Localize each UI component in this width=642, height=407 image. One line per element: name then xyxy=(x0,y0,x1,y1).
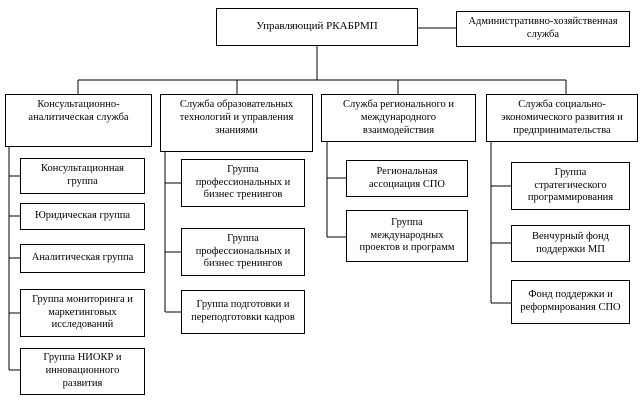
column-1-header: Консультационно- аналитическая служба xyxy=(5,94,152,147)
column-1-item: Группа мониторинга и маркетинговых иссле… xyxy=(20,289,145,337)
column-1-item: Юридическая группа xyxy=(20,203,145,230)
column-4-item: Группа стратегического программирования xyxy=(511,162,630,210)
column-2-item: Группа профессиональных и бизнес тренинг… xyxy=(181,159,305,207)
column-1-item: Консультационная группа xyxy=(20,158,145,194)
root-box: Управляющий РКАБРМП xyxy=(216,8,418,46)
column-4-header: Служба социально- экономического развити… xyxy=(486,94,638,142)
column-2-item: Группа подготовки и переподготовки кадро… xyxy=(181,290,305,334)
column-2-item: Группа профессиональных и бизнес тренинг… xyxy=(181,228,305,276)
column-4-item: Фонд поддержки и реформирования СПО xyxy=(511,280,630,324)
column-2-header: Служба образовательных технологий и упра… xyxy=(160,94,313,152)
column-4-item: Венчурный фонд поддержки МП xyxy=(511,225,630,262)
side-box: Административно-хозяйственная служба xyxy=(456,11,630,47)
column-3-item: Региональная ассоциация СПО xyxy=(346,160,468,197)
column-3-item: Группа международных проектов и программ xyxy=(346,210,468,262)
column-1-item: Группа НИОКР и инновационного развития xyxy=(20,348,145,395)
column-1-item: Аналитическая группа xyxy=(20,244,145,273)
column-3-header: Служба регионального и международного вз… xyxy=(321,94,476,142)
